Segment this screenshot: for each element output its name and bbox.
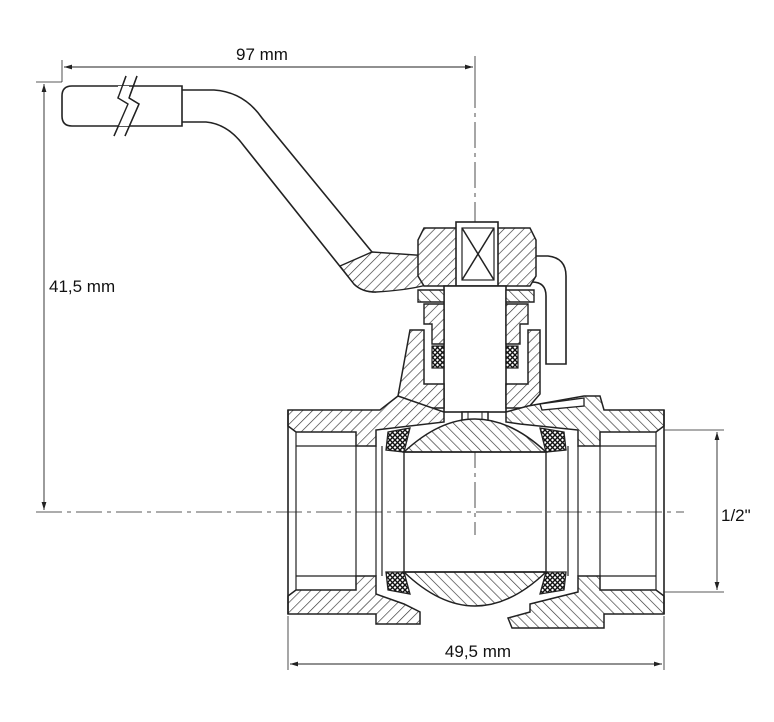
dimension-height-label: 41,5 mm [49, 277, 115, 296]
ball-section [381, 418, 569, 607]
seat-rings [385, 427, 567, 595]
dimension-thread-size-label: 1/2" [721, 506, 751, 525]
dimension-thread-size: 1/2" [664, 429, 751, 593]
dimension-body-length: 49,5 mm [287, 616, 665, 670]
dimension-handle-length: 97 mm [61, 45, 476, 82]
lever-handle [61, 75, 567, 365]
dimension-body-length-label: 49,5 mm [445, 642, 511, 661]
valve-body-section [287, 329, 665, 629]
dimension-handle-length-label: 97 mm [236, 45, 288, 64]
dimension-height: 41,5 mm [36, 81, 115, 510]
stem-nut [417, 221, 537, 287]
